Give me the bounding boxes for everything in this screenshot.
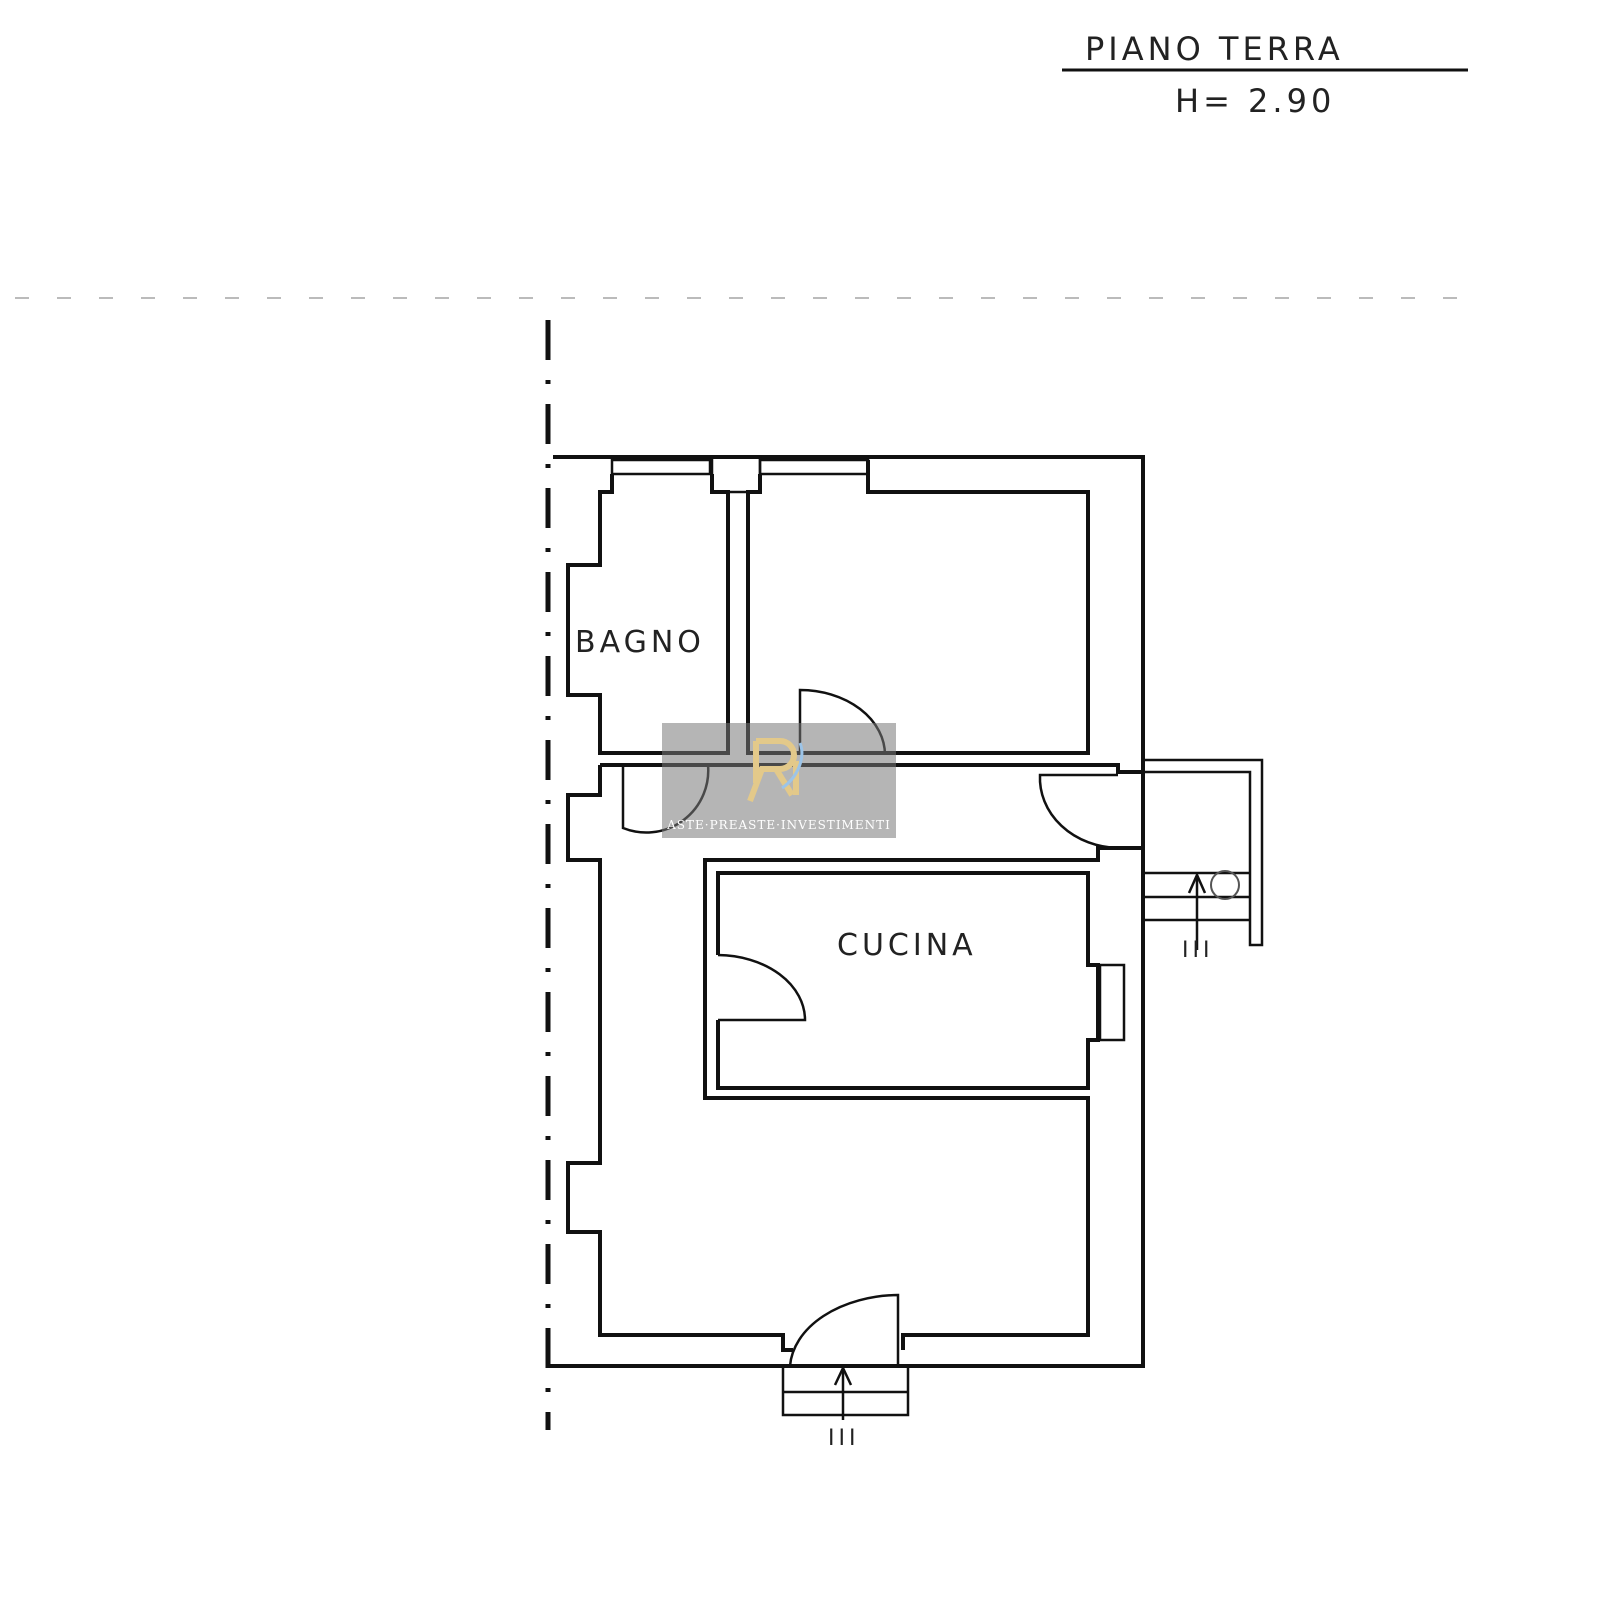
watermark-logo bbox=[747, 738, 804, 803]
side-fixture bbox=[1210, 870, 1240, 900]
entrance-mark: III bbox=[828, 1426, 859, 1451]
entrance-steps bbox=[781, 1366, 910, 1417]
room-label-kitchen: CUCINA bbox=[837, 928, 977, 963]
kitchen-outer-wall bbox=[703, 846, 1143, 1350]
kitchen-inner-wall bbox=[716, 871, 1100, 1090]
side-entrance-mark: III bbox=[1182, 938, 1213, 963]
door-side bbox=[1038, 773, 1119, 850]
floor-title: PIANO TERRA bbox=[1085, 30, 1344, 68]
side-porch bbox=[1143, 758, 1264, 947]
window-bedroom bbox=[758, 458, 870, 476]
door-entrance bbox=[788, 1293, 900, 1367]
outer-wall bbox=[548, 455, 1145, 1368]
living-left-wall bbox=[566, 765, 793, 1352]
watermark-text: ASTE·PREASTE·INVESTIMENTI bbox=[667, 818, 891, 832]
window-bathroom bbox=[610, 458, 712, 476]
watermark: ASTE·PREASTE·INVESTIMENTI bbox=[662, 723, 896, 838]
room-label-bathroom: BAGNO bbox=[575, 625, 705, 660]
bathroom-walls bbox=[566, 474, 730, 755]
door-kitchen bbox=[717, 953, 807, 1022]
pillar bbox=[710, 455, 762, 494]
kitchen-window bbox=[1098, 963, 1126, 1042]
height-label: H= 2.90 bbox=[1175, 82, 1335, 120]
